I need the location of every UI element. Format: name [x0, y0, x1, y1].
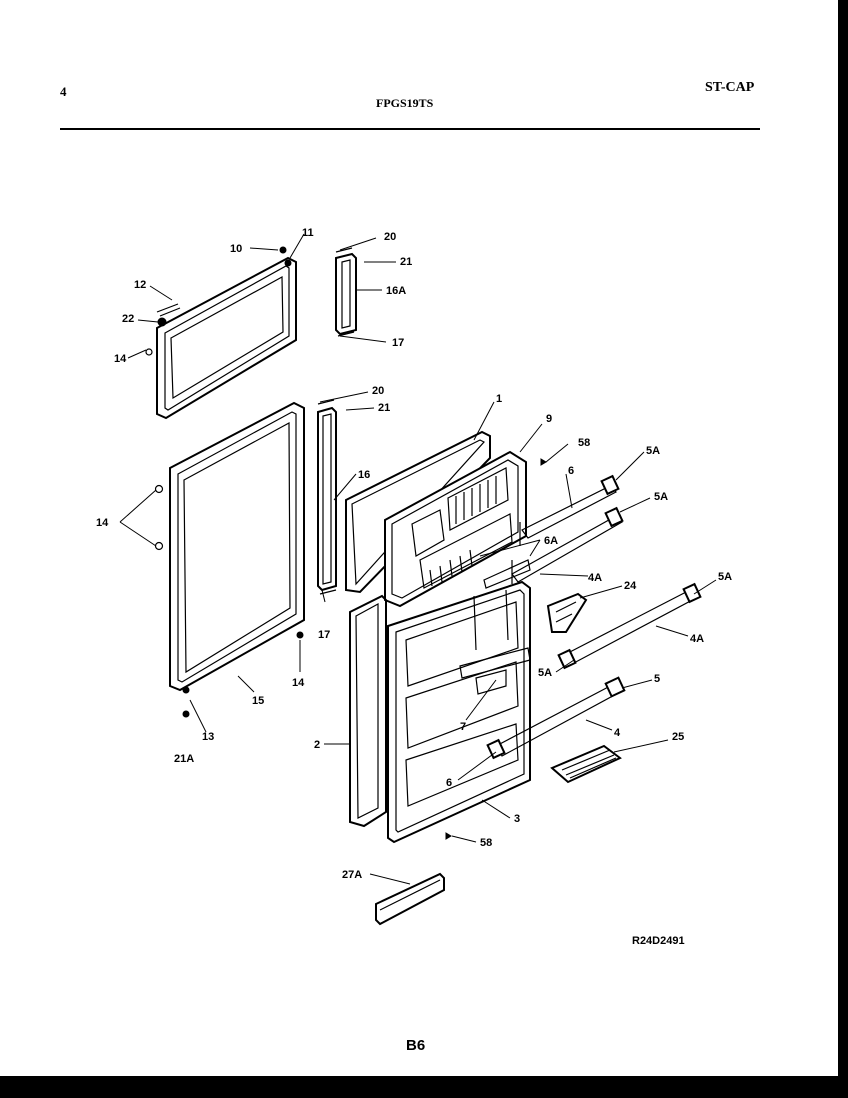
- door-shelf-rails: [483, 474, 702, 760]
- freezer-door-liner: [384, 450, 527, 608]
- callout-5: 5: [654, 673, 660, 685]
- callout-14-a: 14: [114, 353, 127, 365]
- callout-3: 3: [514, 813, 520, 825]
- callout-9: 9: [546, 413, 552, 425]
- callout-17-b: 17: [318, 629, 330, 641]
- freezer-liner-gasket: [345, 430, 491, 594]
- callout-58-b: 58: [480, 837, 492, 849]
- callout-5a-d: 5A: [538, 667, 552, 679]
- callout-21a: 21A: [174, 753, 194, 765]
- document-code: ST-CAP: [705, 80, 755, 95]
- callout-24: 24: [624, 580, 637, 592]
- callout-15: 15: [252, 695, 264, 707]
- callout-14-b: 14: [96, 517, 109, 529]
- grille-25: [550, 744, 622, 784]
- page-number: 4: [60, 84, 67, 99]
- callout-5a-c: 5A: [718, 571, 732, 583]
- diagram-page-label: B6: [406, 1037, 425, 1054]
- callout-10: 10: [230, 243, 242, 255]
- fresh-food-door-gasket: [154, 401, 305, 718]
- callout-58-a: 58: [578, 437, 590, 449]
- callout-16: 16: [358, 469, 370, 481]
- callout-20-b: 20: [372, 385, 384, 397]
- callout-25: 25: [672, 731, 684, 743]
- drawing-reference: R24D2491: [632, 935, 685, 947]
- callout-13: 13: [202, 731, 214, 743]
- callout-12: 12: [134, 279, 146, 291]
- callout-21-b: 21: [378, 402, 390, 414]
- scan-border-right: [838, 0, 848, 1098]
- leader-lines: [119, 233, 717, 885]
- trim-27a: [375, 872, 445, 926]
- scan-border-bottom: [0, 1076, 848, 1098]
- header-rule: [60, 128, 760, 130]
- freezer-door-gasket: [145, 246, 297, 420]
- callout-5a-a: 5A: [646, 445, 660, 457]
- callout-1: 1: [496, 393, 502, 405]
- callout-4: 4: [614, 727, 621, 739]
- callout-17-a: 17: [392, 337, 404, 349]
- callout-21-a: 21: [400, 256, 412, 268]
- bracket-24: [546, 592, 588, 633]
- callout-5a-b: 5A: [654, 491, 668, 503]
- callout-6-b: 6: [446, 777, 452, 789]
- callout-7: 7: [460, 721, 466, 733]
- callout-4a-a: 4A: [588, 572, 602, 584]
- callout-6-a: 6: [568, 465, 574, 477]
- screws-58: [445, 458, 547, 840]
- fresh-food-door-liner: [387, 580, 531, 844]
- handle-trim-strips: [317, 247, 357, 595]
- callout-4a-b: 4A: [690, 633, 704, 645]
- callout-20-a: 20: [384, 231, 396, 243]
- callout-6a: 6A: [544, 535, 558, 547]
- callout-16a: 16A: [386, 285, 406, 297]
- callout-labels: 10 11 12 22 14 20 21 16A 17 20 21 16 17 …: [96, 227, 732, 881]
- model-number: FPGS19TS: [376, 96, 434, 110]
- callout-22: 22: [122, 313, 134, 325]
- callout-11: 11: [302, 227, 314, 239]
- callout-14-c: 14: [292, 677, 305, 689]
- fresh-food-liner-gasket: [349, 594, 387, 828]
- callout-2: 2: [314, 739, 320, 751]
- callout-27a: 27A: [342, 869, 362, 881]
